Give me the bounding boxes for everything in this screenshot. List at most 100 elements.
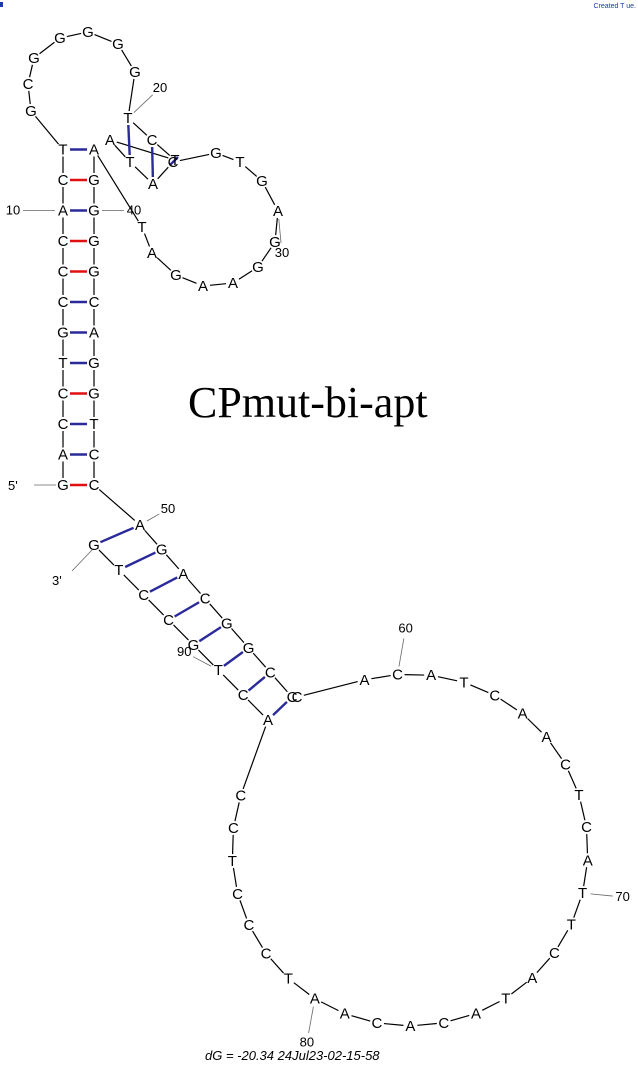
nucleotide-24: T <box>125 154 134 171</box>
backbone-segment <box>209 603 223 619</box>
backbone-segment <box>134 166 149 180</box>
index-label-90: 90 <box>177 644 191 659</box>
backbone-segment <box>583 867 588 887</box>
nucleotide-3: C <box>58 416 69 433</box>
backbone-segment <box>231 628 245 644</box>
backbone-segment <box>187 578 201 594</box>
at-pair-bond <box>149 576 178 593</box>
index-label-20: 20 <box>153 80 167 95</box>
nucleotide-43: C <box>89 294 100 311</box>
backbone-segment <box>586 834 589 854</box>
nucleotide-20: T <box>123 110 132 127</box>
backbone-segment <box>98 549 115 566</box>
at-pair-bond <box>247 675 266 692</box>
nucleotide-34: A <box>198 278 208 295</box>
backbone-segment <box>231 834 234 855</box>
nucleotide-76: C <box>438 1015 449 1032</box>
nucleotide-94: T <box>114 562 123 579</box>
corner-mark-icon <box>0 2 3 7</box>
at-pair-bond <box>124 551 156 569</box>
nucleotide-12: T <box>58 142 67 159</box>
backbone-segment <box>261 247 272 262</box>
backbone-segment <box>97 155 139 222</box>
index-tick-70 <box>590 893 613 897</box>
backbone-segment <box>275 217 278 236</box>
backbone-segment <box>557 930 569 948</box>
nucleotide-5: T <box>58 355 67 372</box>
nucleotide-74: T <box>501 990 510 1007</box>
backbone-segment <box>28 90 31 105</box>
nucleotide-51: G <box>156 542 168 559</box>
backbone-segment <box>270 958 285 974</box>
nucleotide-79: A <box>340 1006 350 1023</box>
base-pairs <box>70 124 288 717</box>
nucleotide-80: A <box>310 991 320 1008</box>
nucleotide-1: G <box>57 477 69 494</box>
nucleotide-22: T <box>170 152 179 169</box>
index-label-30: 30 <box>275 245 289 260</box>
backbone-segment <box>165 554 180 570</box>
backbone-segment <box>242 726 267 790</box>
nucleotide-40: G <box>88 203 100 220</box>
backbone-segment <box>320 1001 339 1012</box>
backbone-segment <box>98 489 136 521</box>
backbone-segment <box>182 277 197 284</box>
nucleotide-6: G <box>57 325 69 342</box>
nucleotide-91: G <box>188 637 200 654</box>
backbone-segment <box>573 899 581 918</box>
nucleotide-72: C <box>549 945 560 962</box>
nucleotide-10: A <box>58 203 68 220</box>
backbone-segment <box>470 684 489 694</box>
nucleotide-66: C <box>560 756 571 773</box>
backbone-segment <box>94 34 112 42</box>
index-label-60: 60 <box>398 620 412 635</box>
backbone-segment <box>156 144 171 156</box>
at-pair-bond <box>169 156 179 166</box>
nucleotide-73: A <box>527 970 537 987</box>
backbone-segment <box>197 649 214 666</box>
index-tick-20 <box>133 94 153 113</box>
nucleotide-32: G <box>252 259 264 276</box>
nucleotide-39: G <box>88 172 100 189</box>
index-tick-90 <box>192 656 212 667</box>
nucleotide-69: A <box>583 852 593 869</box>
nucleotide-61: A <box>426 667 436 684</box>
backbone-segment <box>238 270 253 280</box>
nucleotide-57: C <box>287 689 298 706</box>
nucleotide-36: A <box>147 245 157 262</box>
nucleotide-63: C <box>489 687 500 704</box>
backbone-segment <box>116 141 169 159</box>
nucleotide-60: C <box>392 666 403 683</box>
free-energy-footer: dG = -20.34 24Jul23-02-15-58 <box>205 1048 380 1063</box>
nucleotide-56: C <box>265 664 276 681</box>
backbone-segment <box>511 981 528 995</box>
index-tick-60 <box>398 638 405 667</box>
backbone-segment <box>274 677 288 693</box>
backbone-segment <box>123 574 140 591</box>
backbone-segment <box>567 770 577 789</box>
nucleotide-44: A <box>89 325 99 342</box>
nucleotide-88: A <box>263 712 273 729</box>
nucleotide-70: T <box>578 885 587 902</box>
nucleotide-54: G <box>221 615 233 632</box>
nucleotide-27: G <box>210 145 222 162</box>
nucleotide-8: C <box>58 264 69 281</box>
nucleotide-52: A <box>178 566 188 583</box>
nucleotide-62: T <box>459 674 468 691</box>
nucleotide-92: C <box>163 612 174 629</box>
backbone-segment <box>222 154 234 161</box>
nucleotide-26: C <box>168 154 179 171</box>
nucleotide-7: C <box>58 294 69 311</box>
nucleotide-14: C <box>23 76 34 93</box>
backbone-segment <box>128 78 135 112</box>
nucleotide-42: G <box>88 264 100 281</box>
backbone-segment <box>247 699 264 716</box>
backbone-segment <box>144 529 158 545</box>
at-pair-bond <box>174 601 200 618</box>
index-label-70: 70 <box>615 889 629 904</box>
nucleotide-75: A <box>471 1005 481 1022</box>
nucleotide-47: T <box>89 416 98 433</box>
backbone-segment <box>35 115 59 145</box>
nucleotide-29: G <box>256 173 268 190</box>
